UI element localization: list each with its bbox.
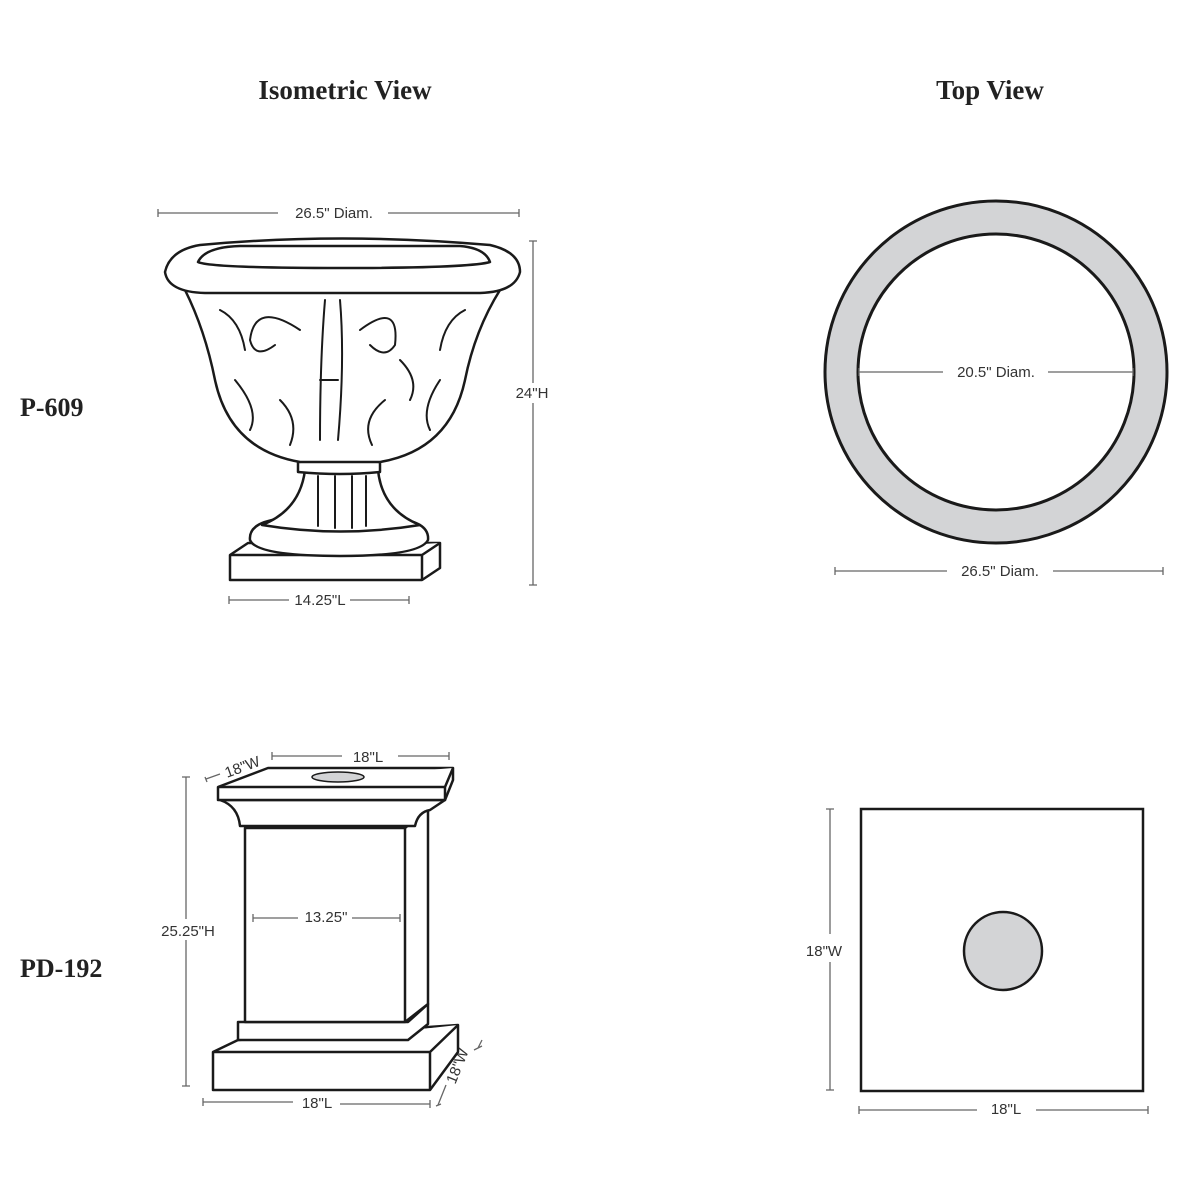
dim-urn-top-diameter: 26.5" Diam. xyxy=(961,563,1039,580)
heading-isometric: Isometric View xyxy=(258,75,432,105)
dim-pedestal-base-length: 18"L xyxy=(302,1095,332,1112)
inner-opening-circle xyxy=(856,232,1136,512)
pedestal-top-view: 18"W 18"L xyxy=(806,807,1149,1118)
urn-top-view: 20.5" Diam. 26.5" Diam. xyxy=(823,199,1169,580)
dim-urn-height: 24"H xyxy=(516,385,549,402)
pedestal-top-hole xyxy=(962,910,1044,992)
dim-pedestal-top-length: 18"L xyxy=(353,749,383,766)
dim-pedestal-top-view-width: 18"W xyxy=(806,943,843,960)
dim-urn-inner-diameter: 20.5" Diam. xyxy=(957,364,1035,381)
dim-pedestal-height: 25.25"H xyxy=(161,923,215,940)
product-code-urn: P-609 xyxy=(20,393,84,422)
pedestal-isometric: 18"W 18"L 25.25"H 18"L 18"W 13.25" xyxy=(161,749,483,1112)
top-hole xyxy=(311,771,365,783)
dim-pedestal-shaft-width: 13.25" xyxy=(305,909,348,926)
dim-urn-diameter: 26.5" Diam. xyxy=(295,205,373,222)
product-code-pedestal: PD-192 xyxy=(20,954,102,983)
dim-pedestal-top-view-length: 18"L xyxy=(991,1101,1021,1118)
heading-top: Top View xyxy=(936,75,1044,105)
dim-urn-base-length: 14.25"L xyxy=(294,592,345,609)
urn-isometric: 26.5" Diam. 24"H 14.25"L xyxy=(157,205,549,609)
